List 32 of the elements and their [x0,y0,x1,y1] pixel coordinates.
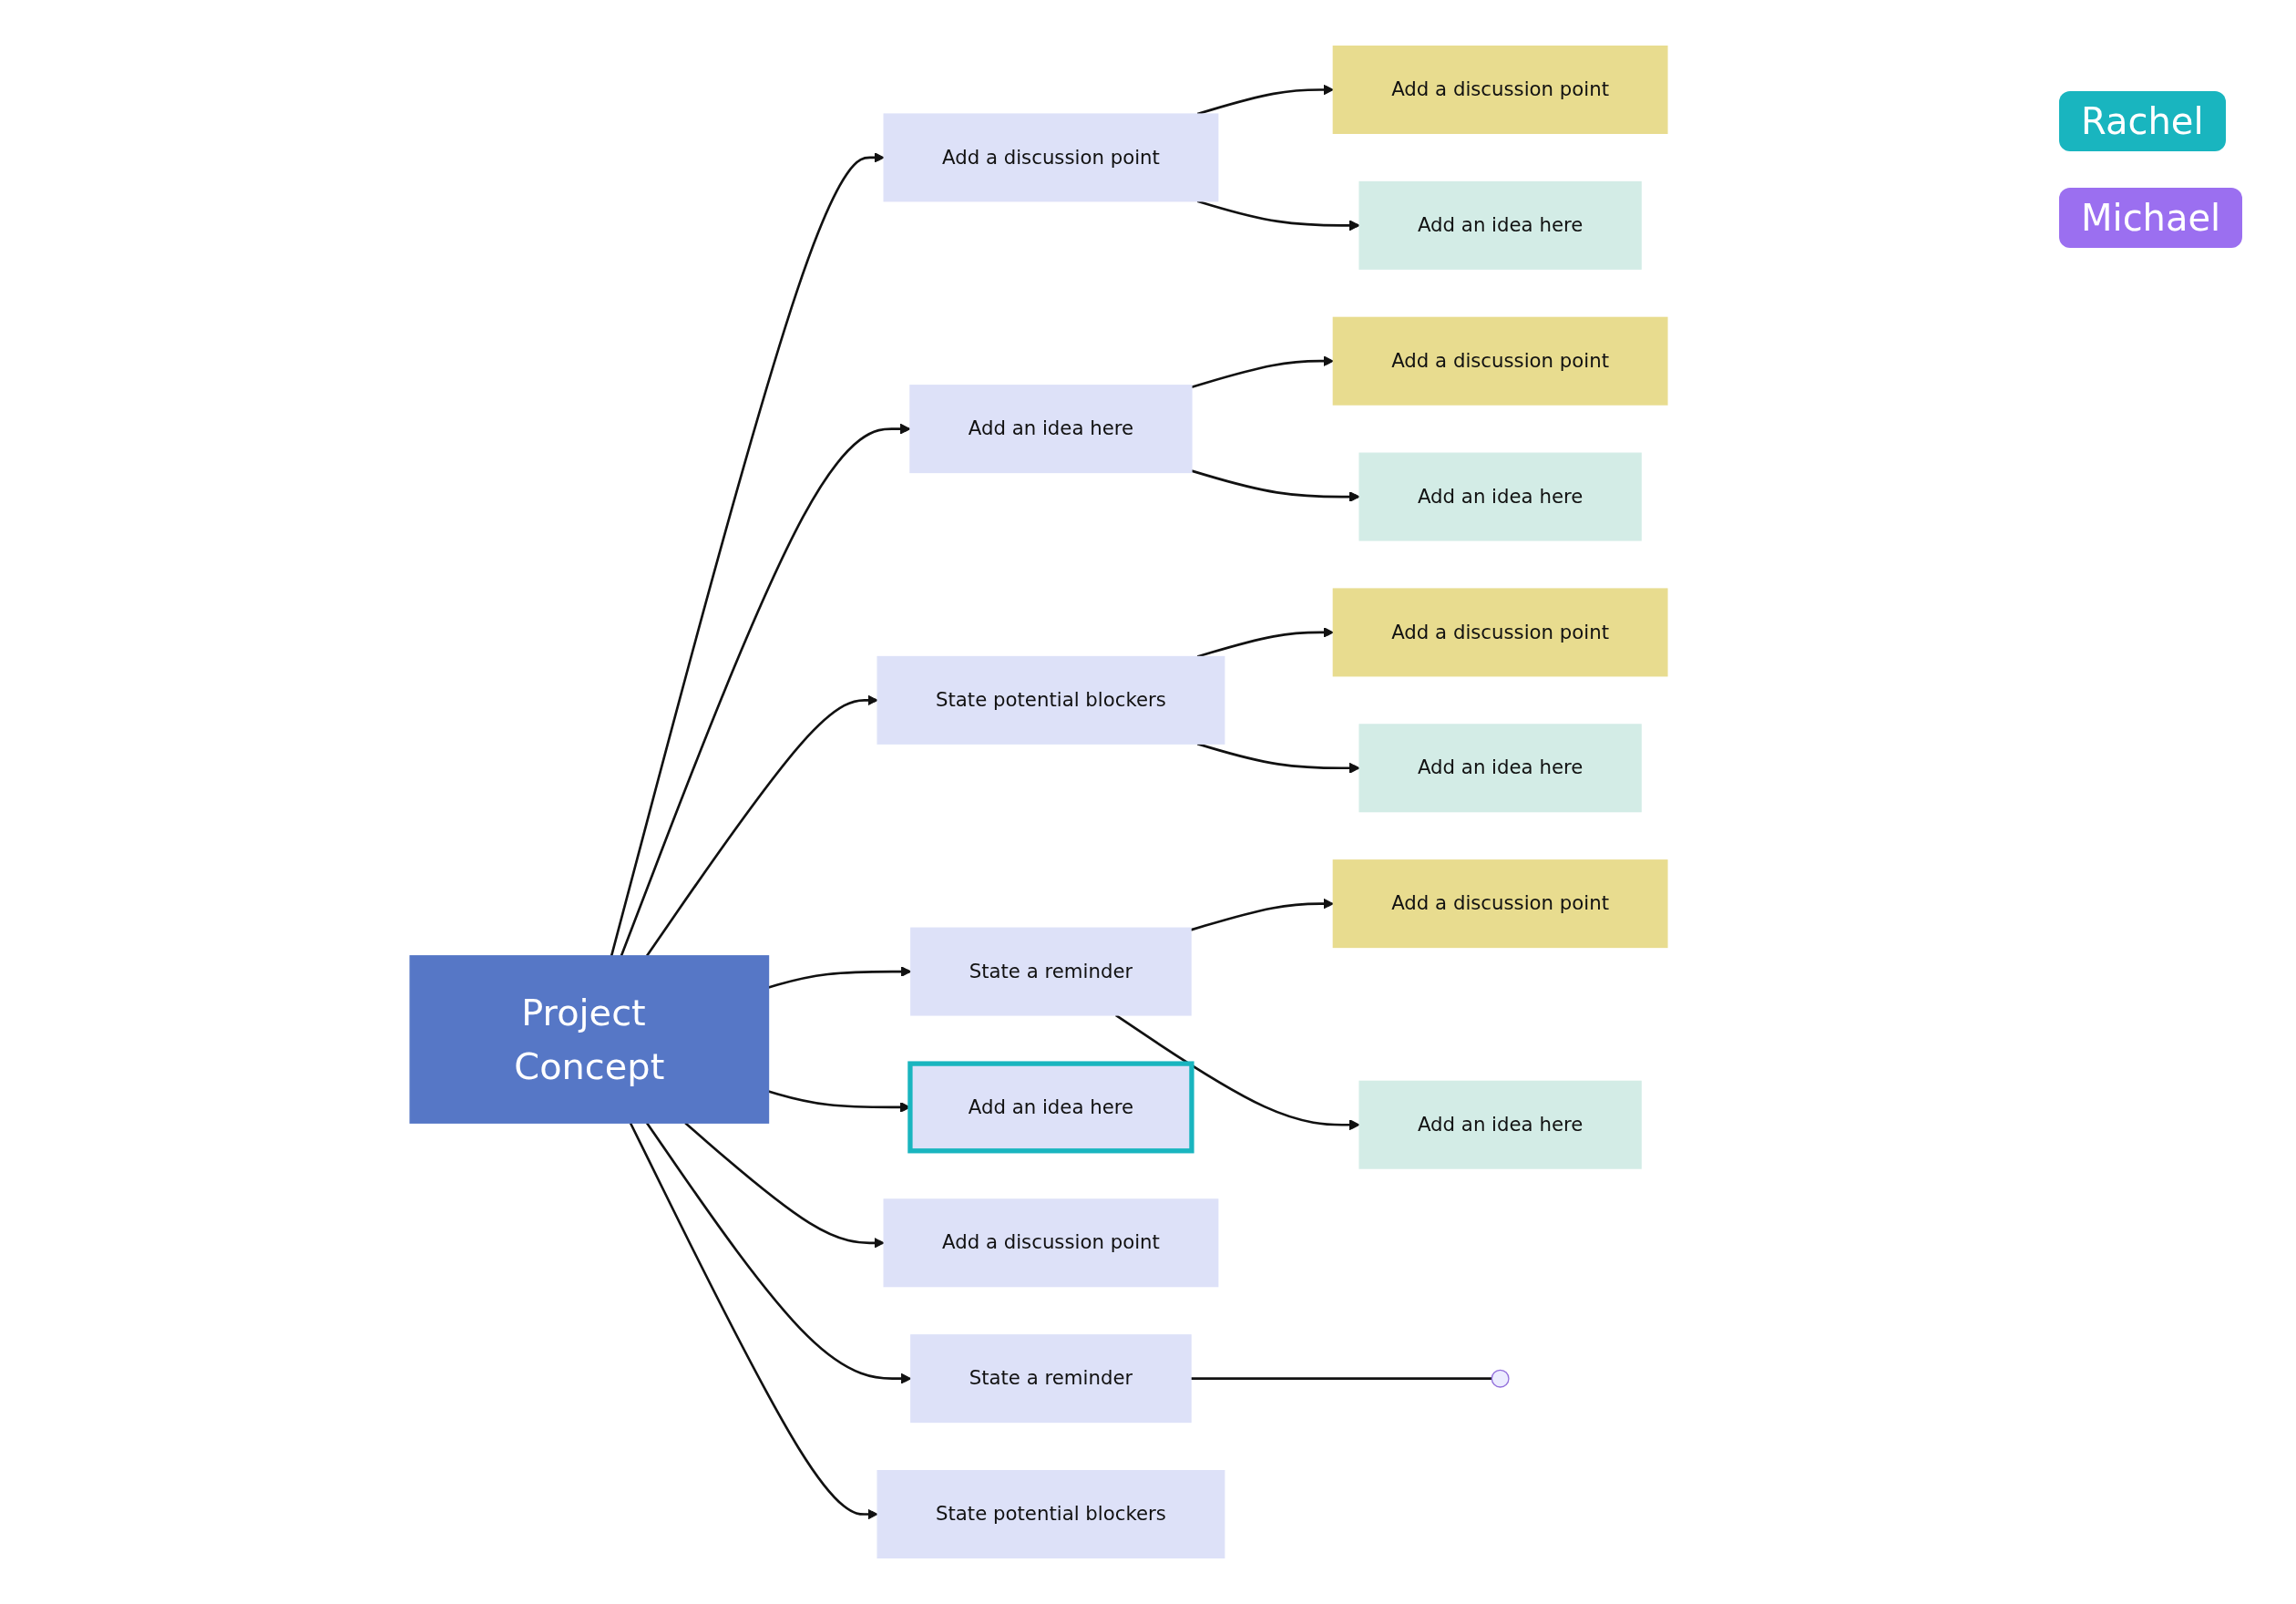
node-box: Add a discussion point [883,113,1219,202]
arrow [629,1122,878,1520]
arrow [610,152,885,957]
node-box: Add a discussion point [883,1198,1219,1288]
node-box: Add an idea here [1358,724,1642,813]
node-circle [1491,1369,1510,1388]
node-box: Add a discussion point [1332,316,1668,406]
connector [1191,1377,1492,1380]
arrow [1114,1013,1360,1131]
node-box: State a reminder [910,1334,1192,1424]
arrow [1190,898,1334,931]
node-box: Add a discussion point [1332,859,1668,949]
arrow [1196,84,1334,116]
cursor-name-tag: Rachel [2059,91,2226,151]
arrow [1191,469,1360,502]
node-box: Add an idea here [1358,452,1642,541]
node-box: Add a discussion point [1332,45,1668,134]
node-box: Add an idea here [1358,1080,1642,1169]
arrow [645,694,878,957]
node-box: Add an idea here [1358,180,1642,270]
node-box: Add an idea here [909,385,1193,474]
node-box: Project Concept [409,955,770,1124]
cursor-name-tag: Michael [2059,188,2243,248]
node-box: Add an idea here [907,1061,1194,1154]
node-box: State potential blockers [876,655,1225,745]
arrow [1191,355,1334,388]
node-box: State potential blockers [876,1470,1225,1559]
node-box: State a reminder [910,927,1192,1016]
arrow [684,1122,885,1249]
arrow [1196,627,1334,658]
arrow [1196,200,1360,231]
node-box: Add a discussion point [1332,588,1668,677]
